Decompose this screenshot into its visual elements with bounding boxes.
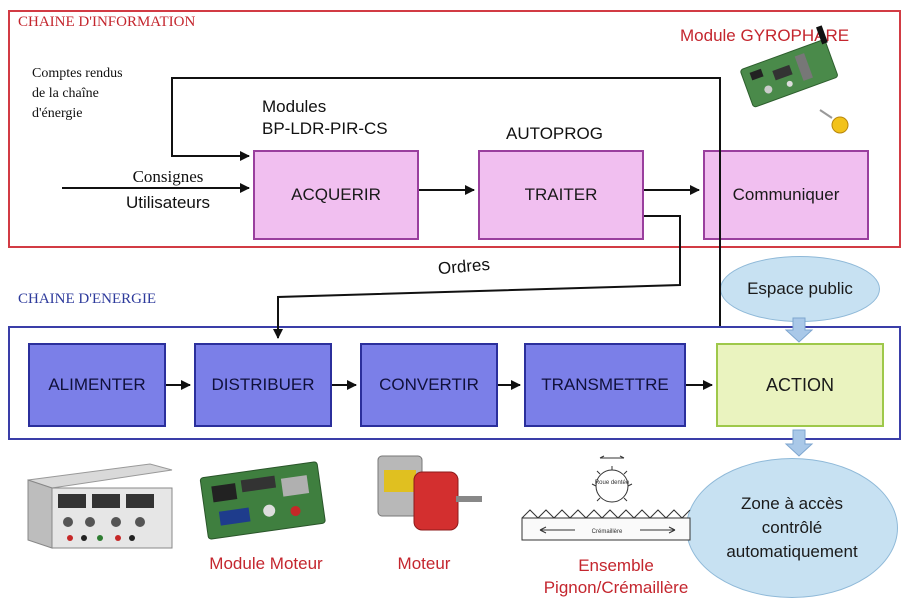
rack-caption-line-1: Ensemble: [578, 556, 654, 575]
controlled-zone-line-2: contrôlé: [761, 518, 823, 537]
power-supply-image: [27, 463, 173, 549]
feedback-label: Comptes rendus de la chaîne d'énergie: [32, 64, 123, 124]
action-to-zone-arrow: [784, 429, 814, 457]
motor-caption: Moteur: [397, 554, 451, 573]
alimenter-block: ALIMENTER: [28, 343, 166, 427]
acquerir-label: ACQUERIR: [291, 185, 381, 204]
modules-line-1: Modules: [262, 97, 327, 116]
motor-image: [377, 455, 482, 531]
autoprog-label: AUTOPROG: [506, 124, 603, 143]
distribuer-block: DISTRIBUER: [194, 343, 332, 427]
controlled-zone-oval: Zone à accès contrôlé automatiquement: [686, 458, 898, 598]
rack-pinion-image: [521, 455, 691, 541]
feedback-loop-line: [171, 77, 721, 326]
motor-module-caption: Module Moteur: [209, 554, 323, 573]
energy-chain-frame: [8, 326, 901, 440]
input-label: Consignes Utilisateurs: [108, 164, 228, 216]
convertir-label: CONVERTIR: [379, 375, 479, 394]
gyrophare-board-image: [740, 25, 838, 108]
public-to-action-arrow: [784, 317, 814, 343]
transmettre-label: TRANSMETTRE: [541, 375, 669, 394]
traiter-block: TRAITER: [478, 150, 644, 240]
acquerir-block: ACQUERIR: [253, 150, 419, 240]
communiquer-block: Communiquer: [703, 150, 869, 240]
orders-line: [273, 215, 681, 339]
rack-image-bottom-text: Crémaillère: [592, 529, 623, 535]
feedback-line-3: d'énergie: [32, 106, 83, 121]
transmettre-block: TRANSMETTRE: [524, 343, 686, 427]
traiter-label: TRAITER: [524, 185, 598, 204]
convertir-block: CONVERTIR: [360, 343, 498, 427]
controlled-zone-line-1: Zone à accès: [740, 494, 844, 513]
rack-caption-line-2: Pignon/Crémaillère: [543, 578, 689, 597]
input-line-1: Consignes: [132, 167, 204, 186]
modules-line-2: BP-LDR-PIR-CS: [262, 119, 388, 138]
public-space-label: Espace public: [747, 279, 853, 298]
rack-image-top-text: Roue dentée: [595, 480, 630, 486]
modules-label: Modules BP-LDR-PIR-CS: [262, 96, 388, 140]
controlled-zone-line-3: automatiquement: [726, 542, 858, 561]
action-label: ACTION: [765, 374, 834, 395]
public-space-oval: Espace public: [720, 256, 880, 322]
action-block: ACTION: [716, 343, 884, 427]
input-line-2: Utilisateurs: [125, 193, 211, 212]
rack-caption: Ensemble Pignon/Crémaillère: [516, 555, 716, 599]
feedback-line-1: Comptes rendus: [32, 66, 123, 81]
information-chain-frame: [8, 10, 901, 248]
communiquer-label: Communiquer: [732, 185, 840, 204]
motor-module-image: [199, 461, 326, 540]
alimenter-label: ALIMENTER: [48, 375, 146, 394]
distribuer-label: DISTRIBUER: [211, 375, 315, 394]
gyrophare-module-label: Module GYROPHARE: [680, 26, 850, 45]
information-chain-title: CHAINE D'INFORMATION: [18, 14, 196, 30]
feedback-line-2: de la chaîne: [32, 86, 99, 101]
energy-chain-title: CHAINE D'ENERGIE: [18, 291, 157, 307]
gyrophare-led-image: [819, 109, 849, 134]
